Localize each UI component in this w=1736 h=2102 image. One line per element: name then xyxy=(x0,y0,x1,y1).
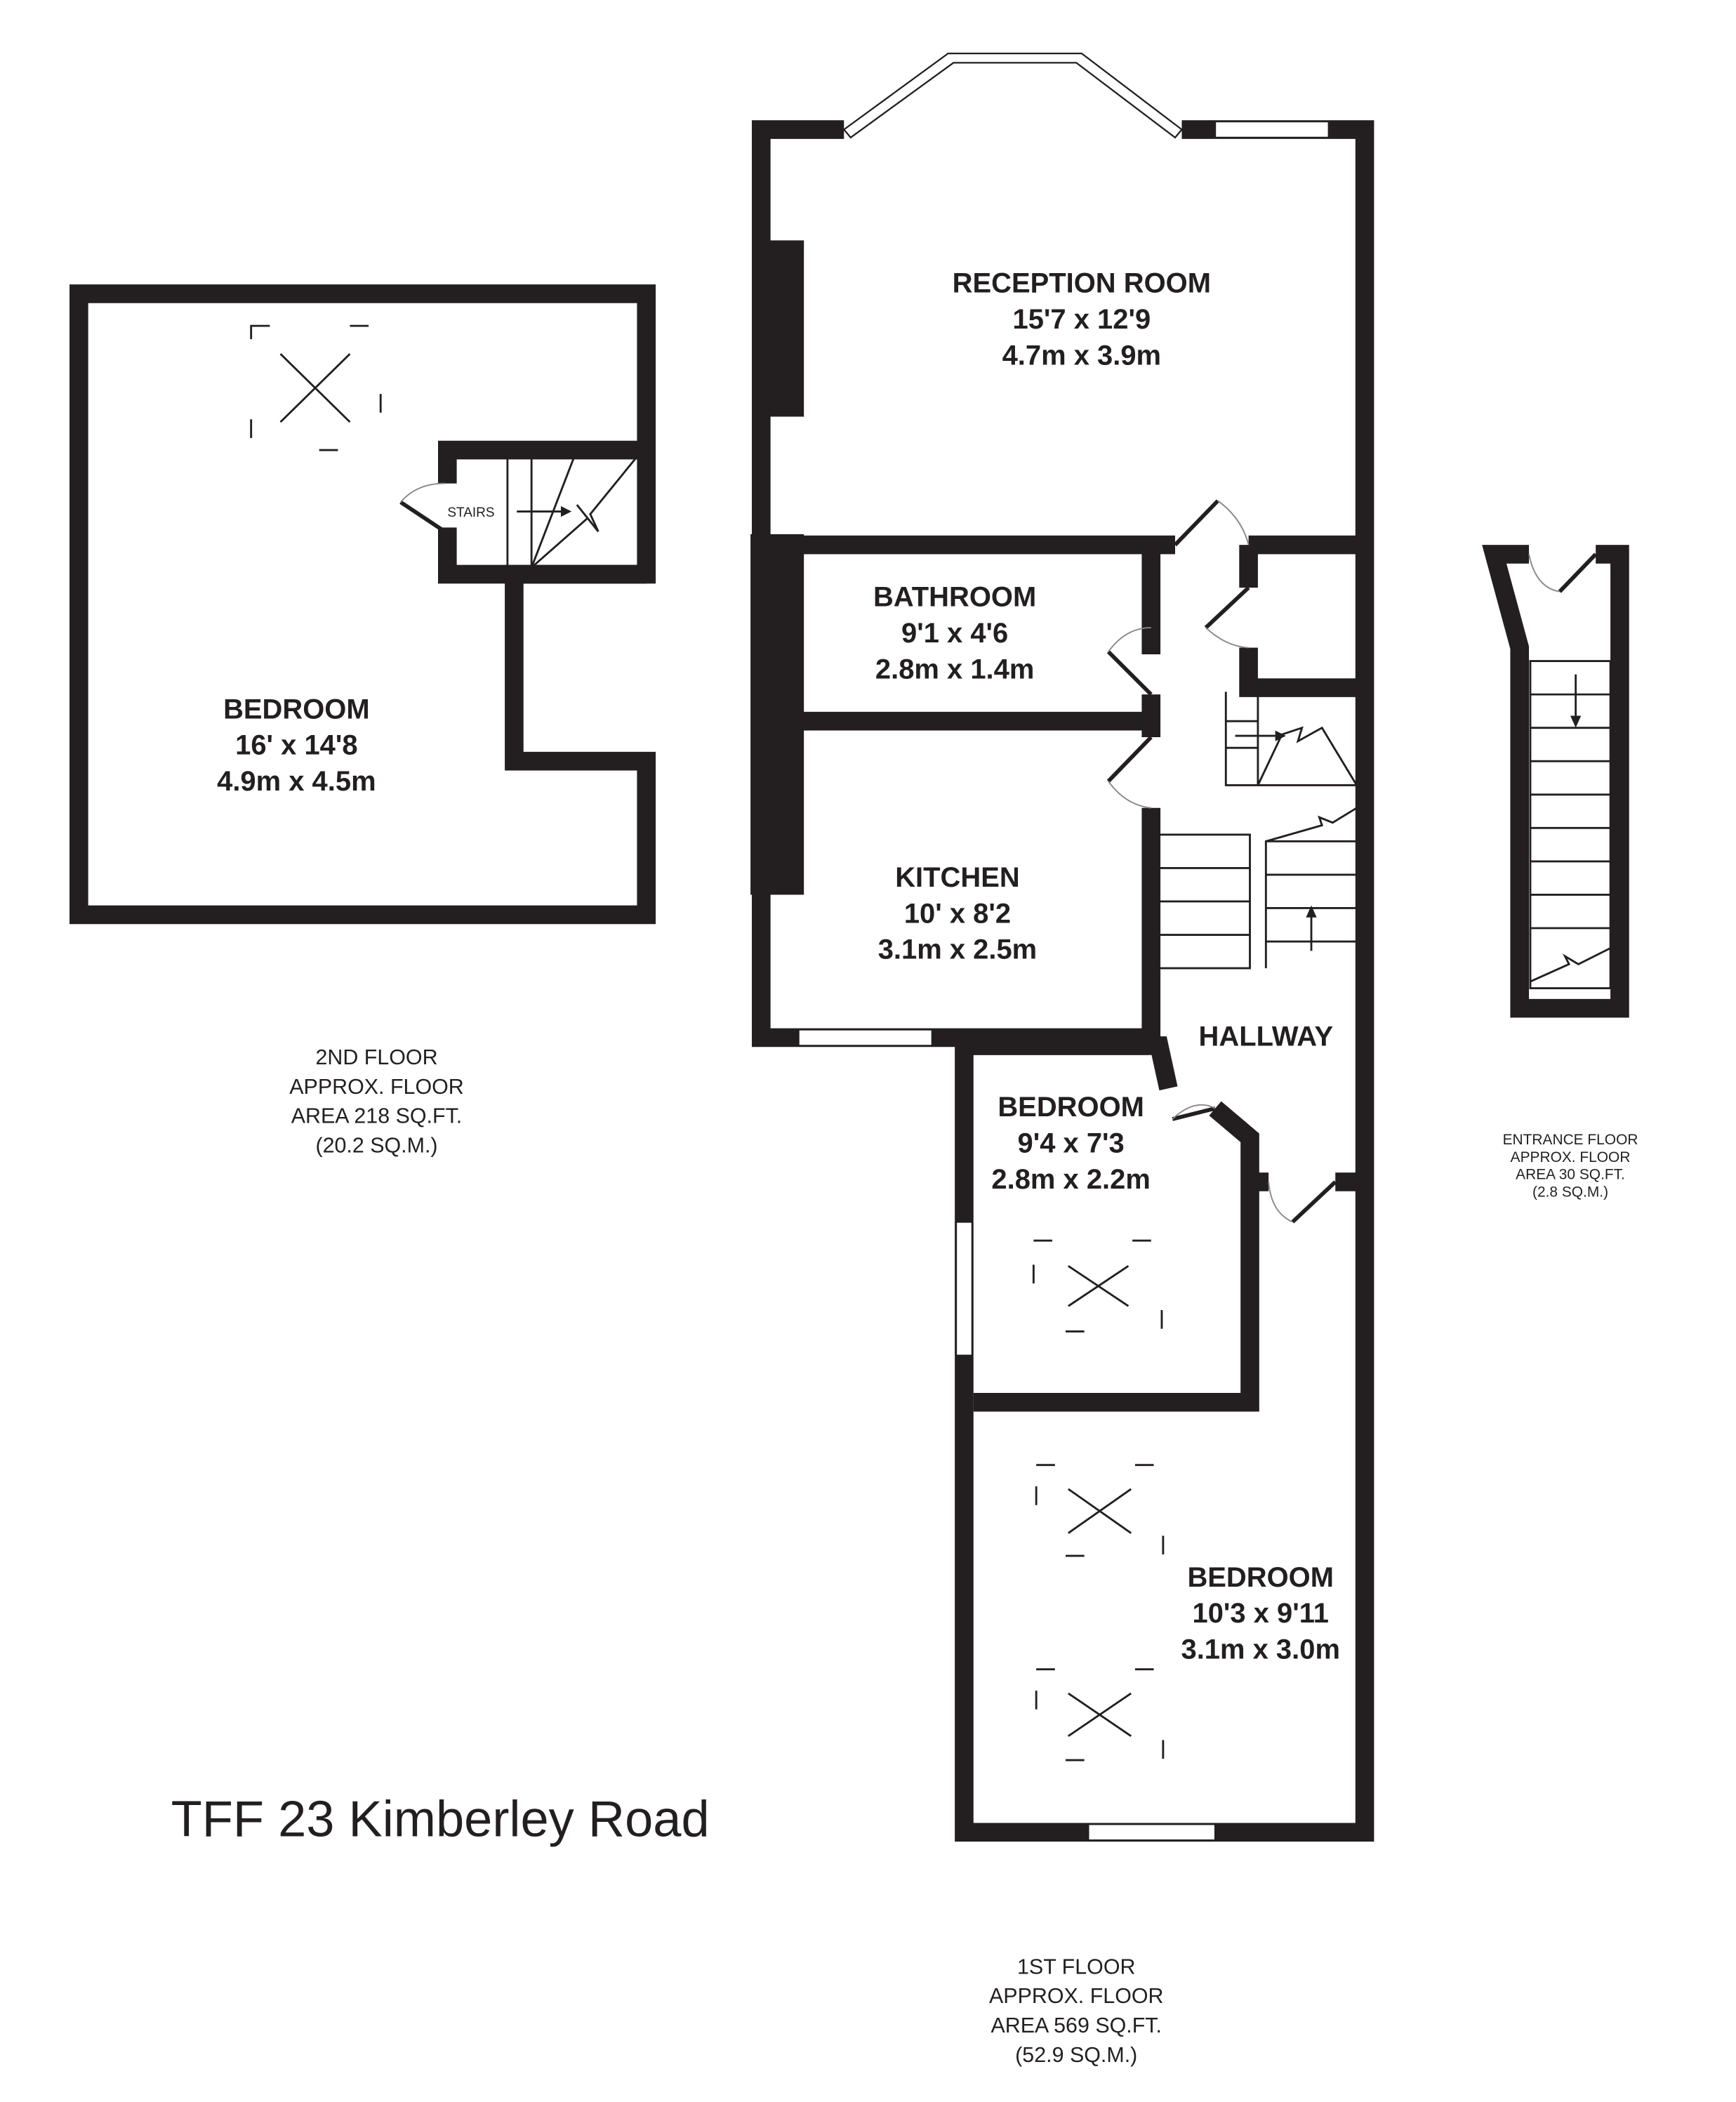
stairs-arrow-icon xyxy=(1570,715,1582,728)
svg-text:AREA 30 SQ.FT.: AREA 30 SQ.FT. xyxy=(1516,1167,1625,1183)
svg-text:BEDROOM: BEDROOM xyxy=(998,1092,1144,1123)
second-floor-plan: STAIRS BEDROOM 16' x 14'8 4.9m x 4.5m 2N… xyxy=(69,284,656,1158)
entrance-stairs xyxy=(1529,660,1612,990)
first-floor-area: 1ST FLOOR APPROX. FLOOR AREA 569 SQ.FT. … xyxy=(989,1955,1164,2067)
svg-text:BEDROOM: BEDROOM xyxy=(1187,1562,1334,1593)
property-title: TFF 23 Kimberley Road xyxy=(171,1791,710,1847)
svg-text:1ST FLOOR: 1ST FLOOR xyxy=(1017,1955,1136,1978)
svg-text:3.1m x 2.5m: 3.1m x 2.5m xyxy=(878,934,1037,965)
room-label-hallway: HALLWAY xyxy=(1199,1021,1334,1052)
second-floor-walls xyxy=(69,284,656,925)
room-label-kitchen: KITCHEN 10' x 8'2 3.1m x 2.5m xyxy=(878,862,1037,965)
second-floor-area: 2ND FLOOR APPROX. FLOOR AREA 218 SQ.FT. … xyxy=(289,1045,463,1158)
stairs-arrow-icon xyxy=(1306,905,1317,918)
svg-text:AREA 218 SQ.FT.: AREA 218 SQ.FT. xyxy=(291,1104,462,1128)
room-label-bedroom-rear: BEDROOM 10'3 x 9'11 3.1m x 3.0m xyxy=(1181,1562,1340,1665)
first-floor-plan: RECEPTION ROOM 15'7 x 12'9 4.7m x 3.9m B… xyxy=(750,52,1374,2067)
skylight-icon xyxy=(250,324,382,451)
svg-text:16' x 14'8: 16' x 14'8 xyxy=(235,730,357,761)
svg-text:APPROX. FLOOR: APPROX. FLOOR xyxy=(1511,1149,1631,1165)
svg-text:(20.2 SQ.M.): (20.2 SQ.M.) xyxy=(315,1134,437,1158)
svg-text:2ND FLOOR: 2ND FLOOR xyxy=(315,1045,437,1069)
entrance-floor-area: ENTRANCE FLOOR APPROX. FLOOR AREA 30 SQ.… xyxy=(1503,1132,1638,1200)
stairs-enclosure xyxy=(438,440,647,584)
svg-text:BATHROOM: BATHROOM xyxy=(873,582,1036,613)
entrance-floor-plan: ENTRANCE FLOOR APPROX. FLOOR AREA 30 SQ.… xyxy=(1482,545,1638,1200)
svg-text:9'4 x 7'3: 9'4 x 7'3 xyxy=(1018,1128,1125,1159)
window xyxy=(1087,1823,1217,1842)
entrance-walls xyxy=(1482,545,1629,1018)
window xyxy=(955,1221,974,1356)
skylight-icon xyxy=(1035,1464,1165,1557)
svg-text:APPROX. FLOOR: APPROX. FLOOR xyxy=(989,1984,1164,2008)
stairs-label: STAIRS xyxy=(447,505,494,520)
first-floor-stairs xyxy=(1158,692,1358,970)
window xyxy=(797,1029,933,1047)
bay-window xyxy=(842,52,1184,139)
svg-text:2.8m x 2.2m: 2.8m x 2.2m xyxy=(991,1164,1150,1195)
svg-text:4.9m x 4.5m: 4.9m x 4.5m xyxy=(217,766,376,797)
svg-text:10' x 8'2: 10' x 8'2 xyxy=(904,898,1011,929)
skylight-icon xyxy=(1032,1239,1163,1333)
stairs-arrow-icon xyxy=(561,505,572,517)
svg-text:9'1 x 4'6: 9'1 x 4'6 xyxy=(901,618,1008,649)
cupboard-walls xyxy=(1239,545,1365,697)
svg-text:BEDROOM: BEDROOM xyxy=(223,694,370,725)
svg-text:10'3 x 9'11: 10'3 x 9'11 xyxy=(1193,1598,1329,1629)
svg-text:AREA 569 SQ.FT.: AREA 569 SQ.FT. xyxy=(990,2014,1161,2037)
skylight-icon xyxy=(1035,1668,1165,1761)
window xyxy=(1214,120,1330,139)
svg-text:RECEPTION ROOM: RECEPTION ROOM xyxy=(953,268,1211,299)
stairs-arrow-icon xyxy=(1275,730,1286,741)
svg-text:4.7m x 3.9m: 4.7m x 3.9m xyxy=(1002,340,1161,371)
svg-text:3.1m x 3.0m: 3.1m x 3.0m xyxy=(1181,1634,1340,1665)
svg-text:ENTRANCE FLOOR: ENTRANCE FLOOR xyxy=(1503,1132,1638,1148)
room-label-second-bedroom: BEDROOM 16' x 14'8 4.9m x 4.5m xyxy=(217,694,376,797)
svg-text:(2.8 SQ.M.): (2.8 SQ.M.) xyxy=(1532,1184,1608,1200)
svg-text:15'7 x 12'9: 15'7 x 12'9 xyxy=(1013,304,1151,335)
room-label-bedroom-small: BEDROOM 9'4 x 7'3 2.8m x 2.2m xyxy=(991,1092,1150,1195)
room-label-bathroom: BATHROOM 9'1 x 4'6 2.8m x 1.4m xyxy=(873,582,1036,685)
svg-text:(52.9 SQ.M.): (52.9 SQ.M.) xyxy=(1015,2043,1137,2067)
svg-text:2.8m x 1.4m: 2.8m x 1.4m xyxy=(875,654,1034,685)
svg-text:KITCHEN: KITCHEN xyxy=(895,862,1020,893)
svg-text:APPROX. FLOOR: APPROX. FLOOR xyxy=(289,1075,463,1099)
chimney-breast xyxy=(761,240,804,417)
chimney-breast xyxy=(750,534,804,895)
room-label-reception-room: RECEPTION ROOM 15'7 x 12'9 4.7m x 3.9m xyxy=(953,268,1211,371)
